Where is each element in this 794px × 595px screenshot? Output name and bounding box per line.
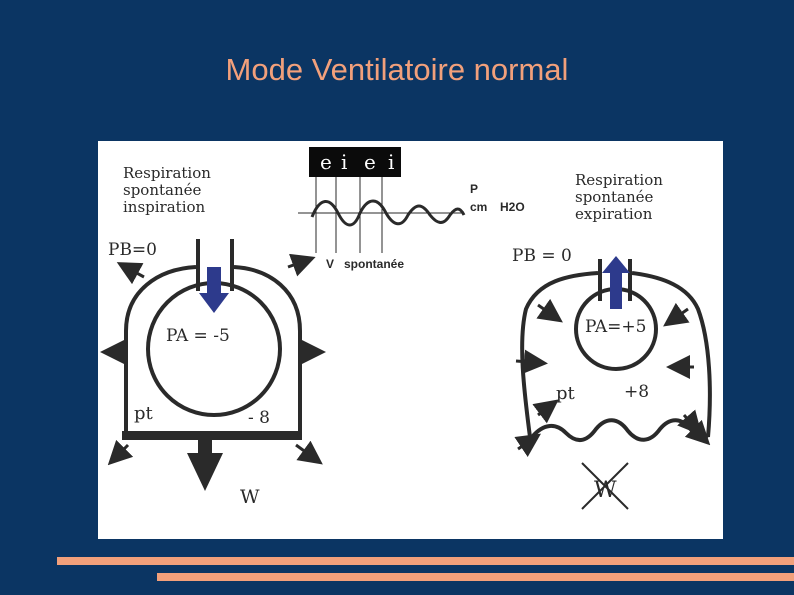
pressure-axis-cm: cm [470,200,487,214]
left-pa-label: PA = -5 [166,326,230,346]
diagram-svg: e i e i P cm H2O V spontanée Respiration… [100,147,712,510]
footer-bar-bottom [157,573,794,581]
right-w-label: W [594,478,617,503]
right-caption-line1: Respiration [575,171,663,189]
footer-bar-top [57,557,794,565]
right-pa-label: PA=+5 [585,317,646,337]
left-caption-line1: Respiration [123,164,211,182]
ventilation-diagram: e i e i P cm H2O V spontanée Respiration… [98,141,723,539]
left-pb-label: PB=0 [108,240,157,260]
flow-label-v: V [326,257,334,271]
phase-label-box: e i e i [309,147,401,177]
right-caption-line3: expiration [575,205,653,223]
right-caption-line2: spontanée [575,188,653,206]
right-expiration-panel: Respiration spontanée expiration PB = 0 … [512,171,712,510]
slide-title: Mode Ventilatoire normal [225,52,569,87]
right-pb-label: PB = 0 [512,246,572,266]
left-pt-label: pt [134,403,154,424]
flow-label-text: spontanée [344,257,404,271]
left-caption-line3: inspiration [123,198,206,216]
phase-label-i1: i [341,150,347,174]
left-inspiration-panel: Respiration spontanée inspiration PB=0 P… [100,164,326,508]
airflow-in-arrow [199,267,229,313]
airflow-out-arrow [602,256,630,309]
phase-label-i2: i [388,150,394,174]
left-caption-line2: spontanée [123,181,201,199]
left-pt-value: - 8 [248,408,270,428]
right-pt-label: pt [556,383,576,404]
phase-label-e2: e [364,150,376,174]
left-w-label: W [240,486,260,508]
pressure-axis-unit: H2O [500,200,525,214]
pressure-waveform [298,177,466,253]
cross-out-icon [581,462,629,510]
phase-label-e1: e [320,150,332,174]
pressure-axis-p: P [470,182,478,196]
diaphragm-down-arrow [187,440,223,491]
right-pt-value: +8 [624,382,649,402]
